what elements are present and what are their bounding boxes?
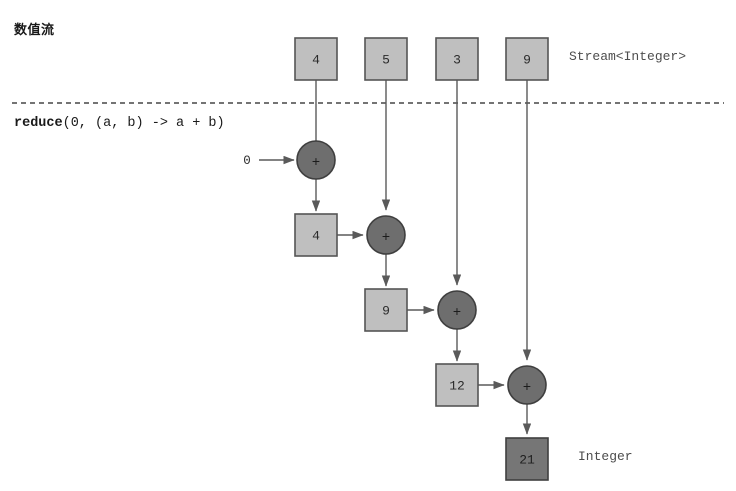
accumulator-node[interactable]: 4 xyxy=(294,213,338,257)
operator-node[interactable]: + xyxy=(437,290,477,330)
result-node[interactable]: 21 xyxy=(505,437,549,481)
stream-element[interactable]: 3 xyxy=(435,37,479,81)
page-title: 数值流 xyxy=(14,22,55,37)
operation-args: (0, (a, b) -> a + b) xyxy=(62,116,225,131)
accumulator-value-0: 4 xyxy=(312,229,320,244)
accumulator-value-1: 9 xyxy=(382,304,390,319)
operator-circle-0[interactable] xyxy=(296,140,336,180)
accumulator-value-2: 12 xyxy=(449,379,465,394)
stream-element[interactable]: 4 xyxy=(294,37,338,81)
accumulator-feed-lines xyxy=(337,230,505,390)
stream-element[interactable]: 9 xyxy=(505,37,549,81)
operator-node[interactable]: + xyxy=(366,215,406,255)
seed-value: 0 xyxy=(243,154,251,168)
operator-output-lines xyxy=(311,179,532,435)
operator-node[interactable]: + xyxy=(296,140,336,180)
accumulator-box-0[interactable] xyxy=(294,213,338,257)
stream-element-box-2[interactable] xyxy=(435,37,479,81)
stream-element-box-1[interactable] xyxy=(364,37,408,81)
result-value: 21 xyxy=(519,453,535,468)
operator-circle-1[interactable] xyxy=(366,215,406,255)
operator-circle-3[interactable] xyxy=(507,365,547,405)
accumulator-box-2[interactable] xyxy=(435,363,479,407)
stream-type-label: Stream<Integer> xyxy=(569,49,687,64)
stream-element-value-0: 4 xyxy=(312,53,320,68)
operation-label: reduce(0, (a, b) -> a + b) xyxy=(14,116,225,131)
operation-keyword: reduce xyxy=(14,116,63,131)
stream-element-value-2: 3 xyxy=(453,53,461,68)
stream-element-box-3[interactable] xyxy=(505,37,549,81)
stream-element-value-1: 5 xyxy=(382,53,390,68)
result-box[interactable] xyxy=(505,437,549,481)
result-type-label: Integer xyxy=(578,449,633,464)
seed-input: 0 xyxy=(243,154,295,168)
operator-symbol-1: + xyxy=(382,228,390,244)
accumulator-node[interactable]: 9 xyxy=(364,288,408,332)
operator-symbol-2: + xyxy=(453,303,461,319)
accumulator-node[interactable]: 12 xyxy=(435,363,479,407)
stream-element[interactable]: 5 xyxy=(364,37,408,81)
operator-symbol-3: + xyxy=(523,378,531,394)
accumulator-box-1[interactable] xyxy=(364,288,408,332)
stream-element-box-0[interactable] xyxy=(294,37,338,81)
operator-symbol-0: + xyxy=(312,153,320,169)
operator-circle-2[interactable] xyxy=(437,290,477,330)
feed-lines xyxy=(315,80,532,361)
stream-element-value-3: 9 xyxy=(523,53,531,68)
operator-node[interactable]: + xyxy=(507,365,547,405)
